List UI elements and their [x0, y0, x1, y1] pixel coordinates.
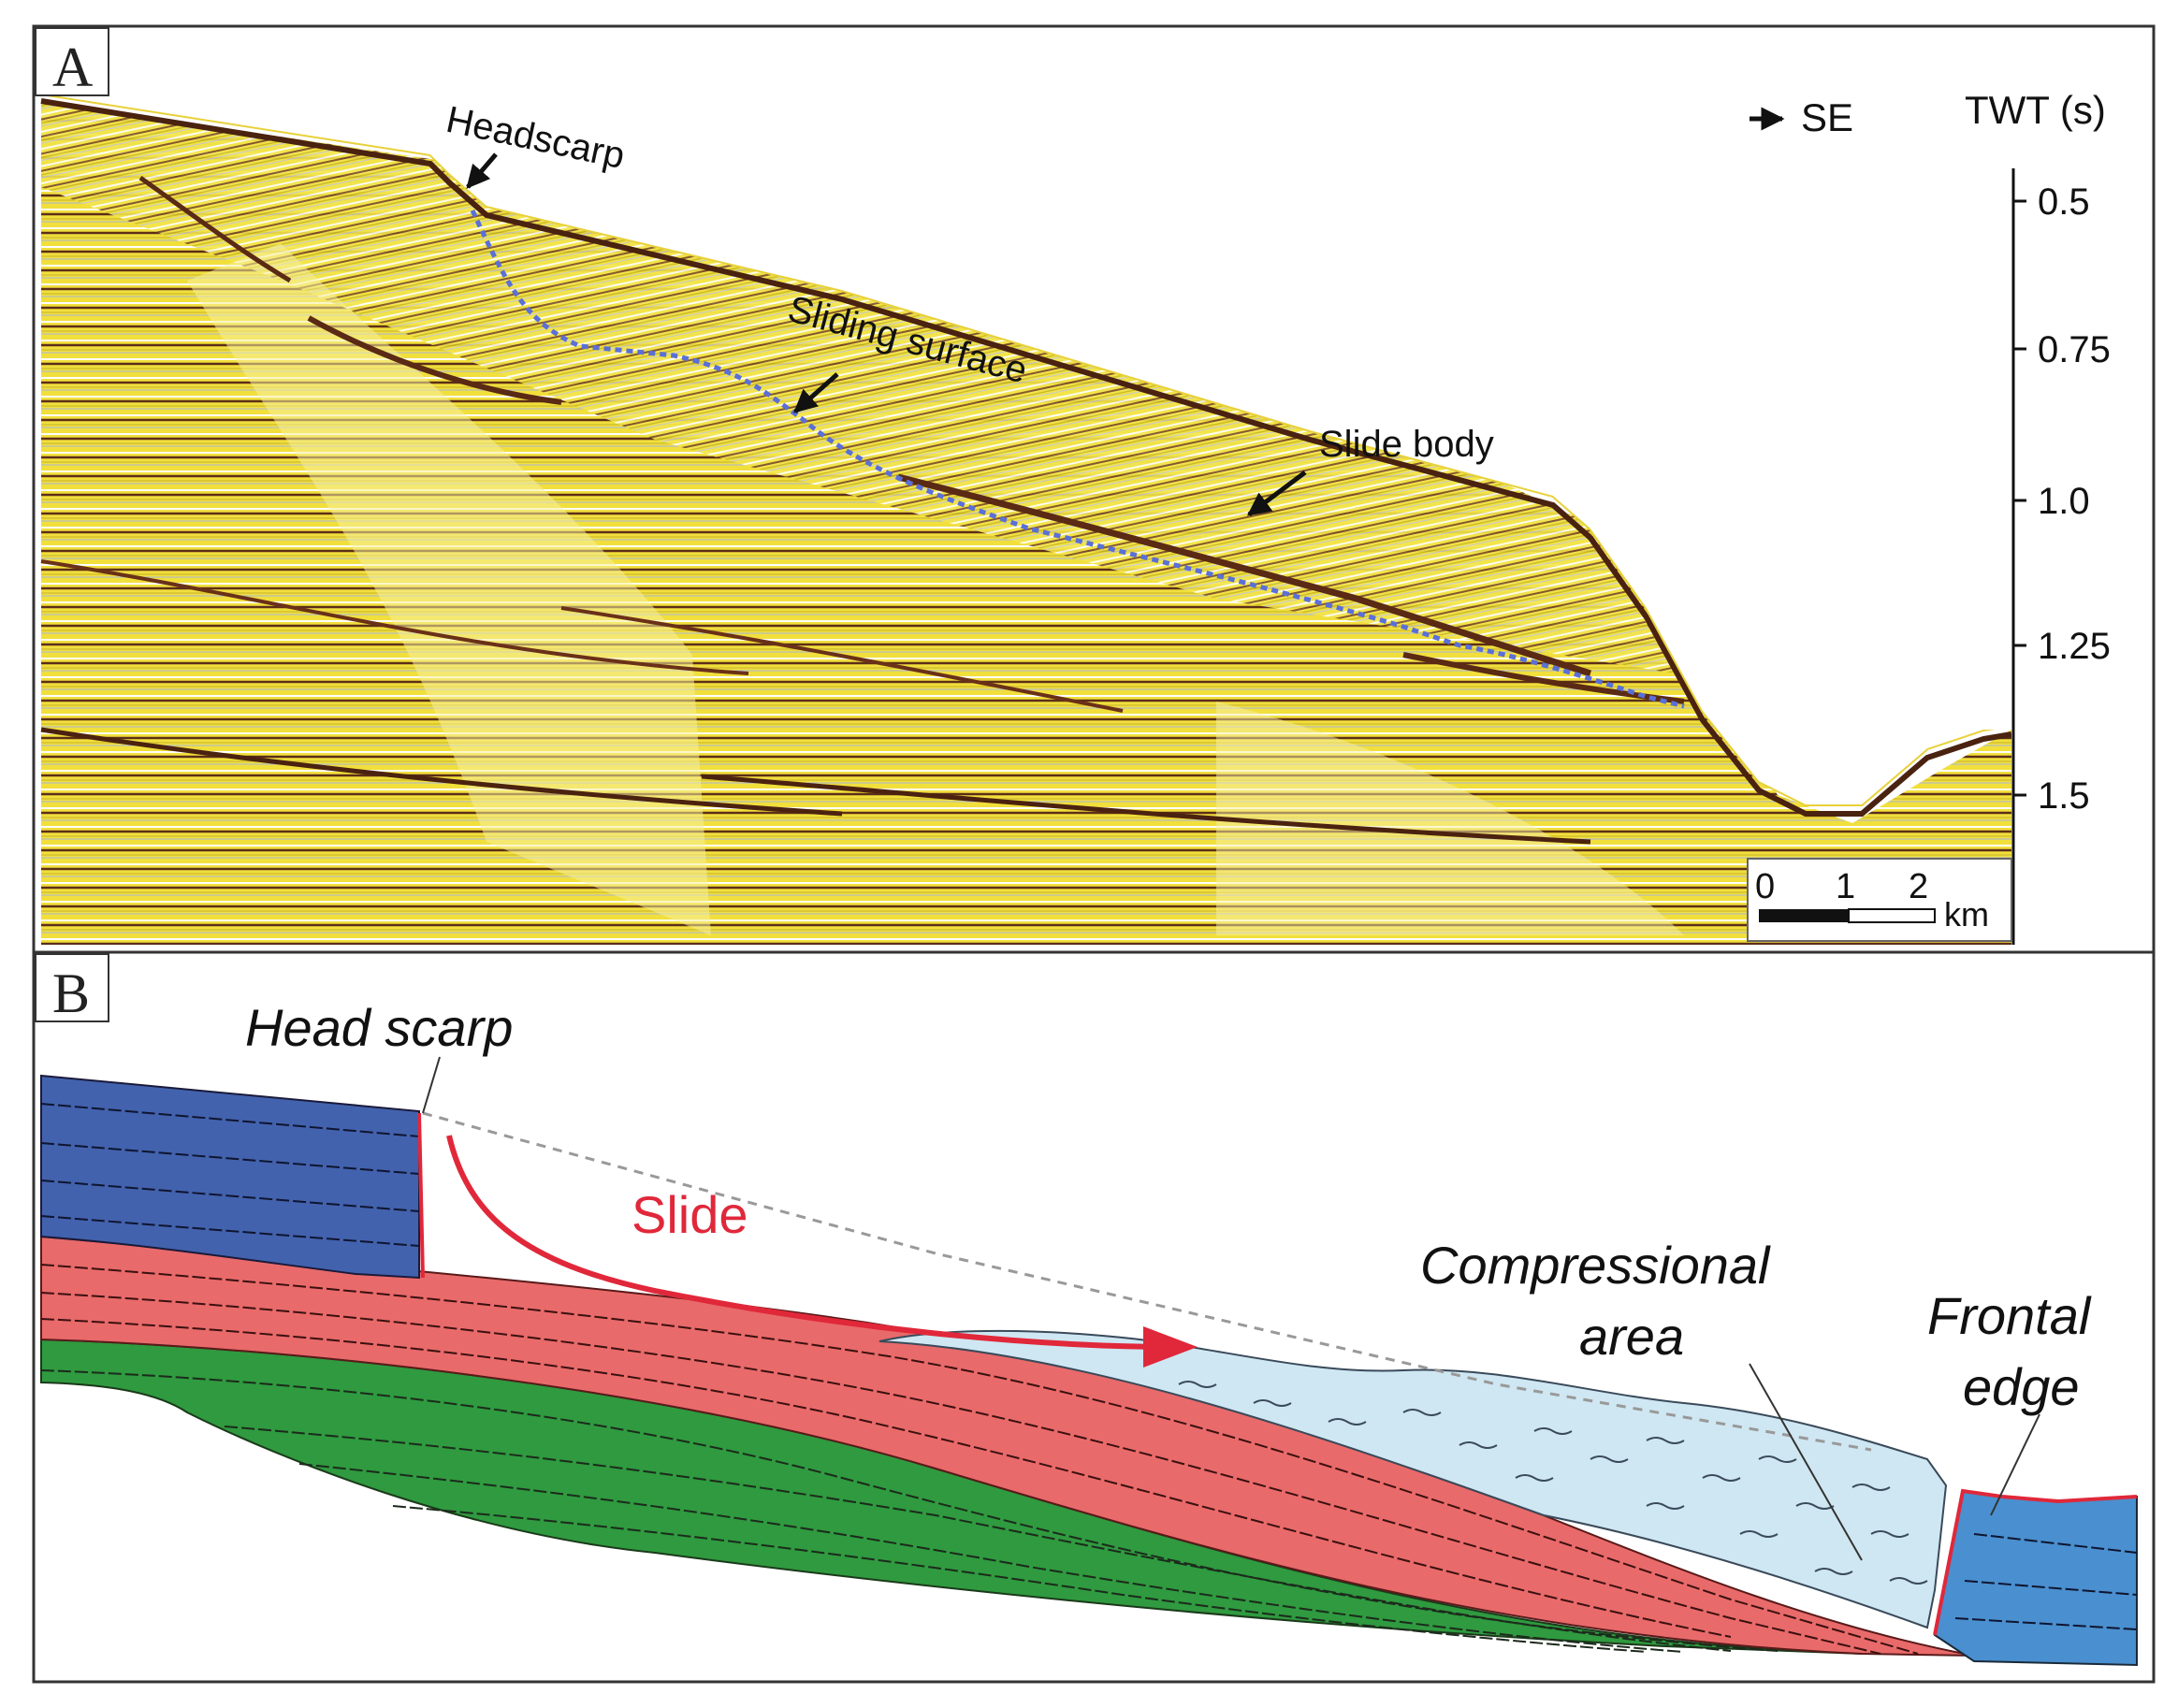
- twt-tick-label: 1.5: [2038, 775, 2090, 817]
- scale-bar-label: 0: [1755, 867, 1775, 906]
- sliding-surface-arrow: [793, 372, 839, 413]
- panel-b-label-box: [35, 953, 109, 1022]
- green-stratum-line: [224, 1426, 1732, 1652]
- seismic-right-fill: [2011, 734, 2152, 945]
- twt-tick-label: 0.75: [2038, 329, 2111, 370]
- slide-body-label: Slide body: [1319, 424, 1494, 465]
- scale-bar-box: [1747, 858, 2012, 942]
- headscarp-arrow: [466, 152, 498, 189]
- head-scarp-leader: [422, 1056, 441, 1114]
- slide-arrow-head: [1143, 1326, 1198, 1368]
- compressional-label-1: Compressional: [1420, 1236, 1771, 1295]
- twt-tick-label: 1.0: [2038, 481, 2090, 522]
- scale-bar-label: 2: [1909, 867, 1928, 906]
- head-scarp-edge: [417, 1112, 425, 1279]
- panel-a-label: A: [52, 36, 93, 98]
- slide-body-arrow: [1247, 470, 1307, 516]
- dark-reflector-8: [560, 606, 1124, 713]
- blue-stratum-line: [40, 1142, 420, 1175]
- frontal-stratum-line: [1973, 1533, 2138, 1554]
- compressional-label-2: area: [1579, 1307, 1684, 1366]
- frontal-leader: [1990, 1413, 2040, 1516]
- direction-indicator: SE: [1750, 95, 1853, 139]
- dark-reflector-5: [40, 727, 843, 817]
- scale-bar: 0 1 2 km: [1747, 858, 2012, 942]
- twt-axis: TWT (s) 0.5 0.75 1.0 1.25 1.5: [1965, 88, 2111, 945]
- dark-reflector-6: [701, 774, 1591, 845]
- green-stratum-line: [298, 1463, 1685, 1653]
- dark-reflector-1: [138, 175, 292, 283]
- water-column: [41, 28, 2152, 804]
- panel-b-label: B: [52, 963, 90, 1024]
- twt-tick-label: 1.25: [2038, 626, 2111, 667]
- panel-a: A Headscarp Sliding surface Slide body S…: [32, 24, 2156, 954]
- scale-bar-unit: km: [1944, 895, 1989, 934]
- twt-axis-title: TWT (s): [1965, 88, 2106, 132]
- scale-bar-label: 1: [1836, 867, 1855, 906]
- dark-reflector-7: [40, 559, 749, 675]
- chaotic-zone: [187, 243, 711, 935]
- green-stratum-line: [392, 1505, 1648, 1653]
- dark-reflector-2: [307, 315, 562, 405]
- twt-tick-label: 0.5: [2038, 181, 2090, 223]
- frontal-stratum-line: [1954, 1617, 2138, 1630]
- panel-b: B Head scarp Slide Compressional area Fr…: [32, 950, 2156, 1684]
- frontal-label-1: Frontal: [1927, 1286, 2092, 1345]
- slide-arrow: [446, 1135, 1180, 1350]
- seafloor-reflector: [40, 98, 2012, 817]
- panel-a-label-box: [35, 27, 109, 96]
- head-scarp-label: Head scarp: [245, 998, 513, 1057]
- blue-layer: [40, 1074, 420, 1280]
- scale-bar-black: [1759, 909, 1849, 922]
- original-surface-line: [422, 1111, 1872, 1452]
- seismic-section: [40, 28, 2152, 945]
- scale-bar-white: [1848, 908, 1936, 923]
- sliding-surface-line: [470, 209, 1685, 709]
- frontal-stratum-line: [1964, 1580, 2138, 1596]
- red-stratum-line: [40, 1292, 1881, 1655]
- blue-stratum-line: [40, 1103, 420, 1137]
- dark-reflector-3: [897, 473, 1592, 677]
- frontal-label-2: edge: [1963, 1357, 2080, 1416]
- frontal-block: [1933, 1489, 2138, 1667]
- compression-marks: [1178, 1381, 1928, 1585]
- compressional-leader: [1749, 1363, 1863, 1561]
- blue-stratum-line: [40, 1215, 420, 1247]
- blue-stratum-line: [40, 1180, 420, 1212]
- direction-label: SE: [1801, 95, 1853, 139]
- chaotic-zone-2: [1216, 702, 1684, 935]
- red-stratum-line: [40, 1264, 1919, 1655]
- slide-label: Slide: [632, 1185, 748, 1244]
- seismic-dipping-fill: [41, 101, 1675, 673]
- frontal-block-edge: [1933, 1488, 2138, 1636]
